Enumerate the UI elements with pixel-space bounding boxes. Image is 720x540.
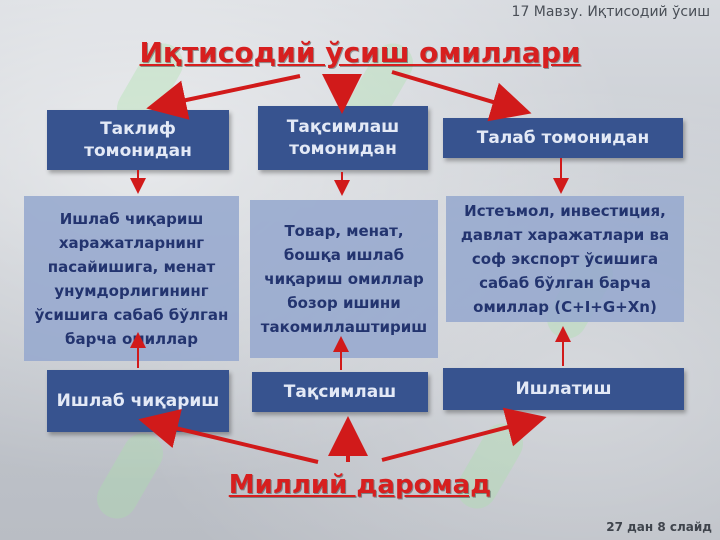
column-header-distribution: Тақсимлаш томонидан xyxy=(258,106,428,170)
content-box-demand: Истеъмол, инвестиция, давлат харажатлари… xyxy=(446,196,684,322)
content-text: Истеъмол, инвестиция, давлат харажатлари… xyxy=(460,202,670,316)
column-header-label: Таклиф томонидан xyxy=(84,119,192,161)
content-box-supply: Ишлаб чиқариш харажатларнинг пасайишига,… xyxy=(24,196,239,361)
bottom-box-production: Ишлаб чиқариш xyxy=(47,370,229,432)
column-header-label: Талаб томонидан xyxy=(476,128,650,148)
bottom-box-label: Ишлатиш xyxy=(515,379,612,399)
content-box-distribution: Товар, менат, бошқа ишлаб чиқариш омилла… xyxy=(250,200,438,358)
page-counter: 27 дан 8 слайд xyxy=(606,520,712,534)
column-header-label: Тақсимлаш томонидан xyxy=(286,117,400,159)
bottom-box-label: Ишлаб чиқариш xyxy=(56,391,220,411)
column-header-demand: Талаб томонидан xyxy=(443,118,683,158)
content-text: Ишлаб чиқариш харажатларнинг пасайишига,… xyxy=(34,209,229,348)
bottom-title: Миллий даромад xyxy=(228,470,492,500)
bottom-box-label: Тақсимлаш xyxy=(283,382,397,402)
content-text: Товар, менат, бошқа ишлаб чиқариш омилла… xyxy=(260,222,428,336)
bottom-box-usage: Ишлатиш xyxy=(443,368,684,410)
slide-title: Иқтисодий ўсиш омиллари xyxy=(139,36,581,69)
slide-topic: 17 Мавзу. Иқтисодий ўсиш xyxy=(511,4,710,20)
bottom-box-distribution: Тақсимлаш xyxy=(252,372,428,412)
column-header-supply: Таклиф томонидан xyxy=(47,110,229,170)
